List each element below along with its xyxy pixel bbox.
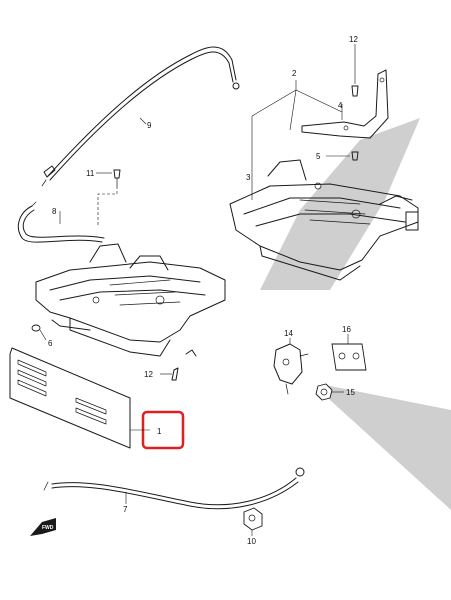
nut-part-15 [315, 383, 344, 401]
cover-panel-part-1 [9, 347, 131, 449]
latch-part-14 [273, 338, 309, 395]
screw-part-11 [97, 169, 121, 226]
callout-4: 4 [338, 101, 343, 110]
cable-part-8 [17, 201, 105, 243]
callout-5: 5 [316, 152, 321, 161]
cable-part-7 [43, 467, 305, 510]
callout-6: 6 [48, 339, 53, 348]
direction-badge: FWD [42, 525, 54, 531]
callout-15: 15 [346, 388, 355, 397]
cap-part-6 [31, 324, 47, 341]
screw-part-5 [326, 151, 359, 161]
bracket-part-4 [301, 69, 389, 139]
callout-1: 1 [157, 427, 162, 436]
screw-part-12-lower [160, 367, 179, 381]
callout-2: 2 [292, 69, 297, 78]
shadow-wedge-lower [325, 385, 451, 510]
shadow-wedge-upper [260, 118, 420, 290]
plate-part-16 [331, 334, 367, 371]
callout-10: 10 [247, 537, 256, 546]
screw-part-12-upper [351, 44, 359, 97]
callout-3: 3 [246, 173, 251, 182]
callout-12-upper: 12 [349, 35, 358, 44]
callout-16: 16 [342, 325, 351, 334]
callout-9: 9 [147, 121, 152, 130]
callout-7: 7 [123, 505, 128, 514]
cable-part-9 [41, 46, 240, 187]
callout-12-lower: 12 [144, 370, 153, 379]
callout-14: 14 [284, 329, 293, 338]
leader-part-2 [251, 80, 343, 131]
forward-direction-arrow-icon: FWD [30, 518, 56, 536]
callout-11: 11 [86, 169, 95, 178]
callout-8: 8 [52, 207, 57, 216]
clip-part-10 [243, 507, 263, 536]
seat-adjuster-frame-right [229, 159, 419, 281]
seat-adjuster-frame-left [35, 243, 226, 357]
